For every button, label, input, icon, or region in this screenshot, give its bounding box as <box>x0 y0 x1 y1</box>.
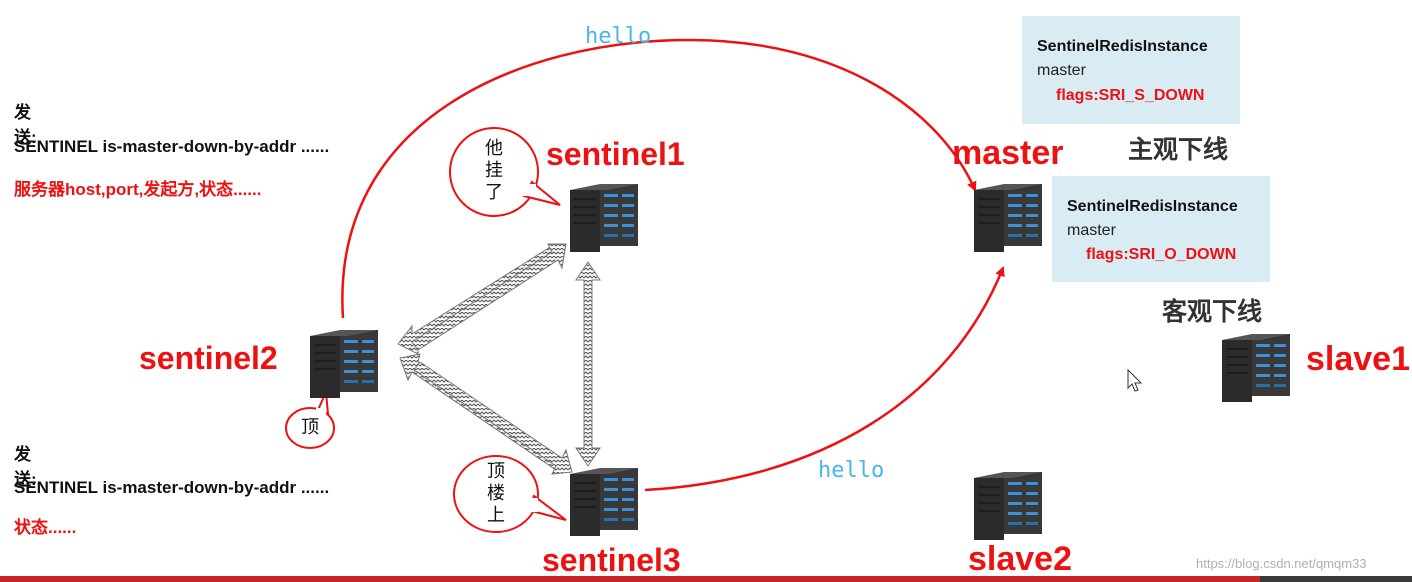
sentinel-link-1-2 <box>397 243 567 355</box>
bubble-sentinel1 <box>449 127 561 217</box>
bubble-sentinel1-char-3: 了 <box>485 182 503 203</box>
message-top-detail: 服务器host,port,发起方,状态...... <box>14 180 262 199</box>
info-box-sdown: SentinelRedisInstance master flags:SRI_S… <box>1022 16 1240 124</box>
sentinel1-server-icon <box>570 184 638 252</box>
info-box-sdown-title: SentinelRedisInstance <box>1037 38 1208 55</box>
sentinel3-label: sentinel3 <box>542 542 681 578</box>
info-box-odown-flags: flags:SRI_O_DOWN <box>1086 246 1237 263</box>
sentinel-link-1-3 <box>575 261 601 467</box>
hello-label-top: hello <box>585 24 652 49</box>
slave1-server-icon <box>1222 334 1290 402</box>
slave2-label: slave2 <box>968 540 1072 578</box>
state-subjective-down: 主观下线 <box>1128 135 1229 164</box>
bubble-sentinel3-text: 顶 楼 上 <box>484 461 508 527</box>
state-objective-down: 客观下线 <box>1162 297 1263 326</box>
bubble-sentinel3-char-3: 上 <box>487 505 505 526</box>
message-bottom-command: SENTINEL is-master-down-by-addr ...... <box>14 478 330 497</box>
hello-label-bottom: hello <box>818 458 885 483</box>
slave2-server-icon <box>974 472 1042 540</box>
message-bottom-heading: 发送: <box>14 445 37 489</box>
sentinel3-server-icon <box>570 468 638 536</box>
bubble-sentinel2-text: 顶 <box>298 417 322 439</box>
bubble-sentinel2-char-1: 顶 <box>301 417 319 438</box>
info-box-odown: SentinelRedisInstance master flags:SRI_O… <box>1052 176 1270 282</box>
message-top-command: SENTINEL is-master-down-by-addr ...... <box>14 137 330 156</box>
hello-arc-top <box>341 38 977 319</box>
bottom-dark-bar <box>1260 576 1412 582</box>
info-box-odown-title: SentinelRedisInstance <box>1067 198 1238 215</box>
message-bottom-detail: 状态...... <box>14 518 77 537</box>
bubble-sentinel1-char-2: 挂 <box>485 160 503 181</box>
info-box-sdown-role: master <box>1037 62 1086 79</box>
bottom-accent-bar <box>0 576 1260 582</box>
bubble-sentinel3-char-1: 顶 <box>487 461 505 482</box>
sentinel-link-2-3 <box>399 353 573 475</box>
sentinel2-label: sentinel2 <box>139 340 278 376</box>
watermark: https://blog.csdn.net/qmqm33 <box>1196 556 1367 571</box>
info-box-odown-role: master <box>1067 222 1116 239</box>
bubble-sentinel1-text: 他 挂 了 <box>482 138 506 204</box>
bubble-sentinel3 <box>453 455 567 533</box>
hello-arc-bottom <box>644 266 1005 492</box>
master-label: master <box>952 134 1064 172</box>
message-top-heading: 发送: <box>14 103 37 147</box>
info-box-sdown-flags: flags:SRI_S_DOWN <box>1056 87 1205 104</box>
bubble-sentinel1-char-1: 他 <box>485 138 503 159</box>
master-server-icon <box>974 184 1042 252</box>
slave1-label: slave1 <box>1306 340 1410 378</box>
sentinel1-label: sentinel1 <box>546 136 685 172</box>
bubble-sentinel3-char-2: 楼 <box>487 483 505 504</box>
mouse-cursor-icon <box>1127 368 1143 392</box>
sentinel2-server-icon <box>310 330 378 398</box>
